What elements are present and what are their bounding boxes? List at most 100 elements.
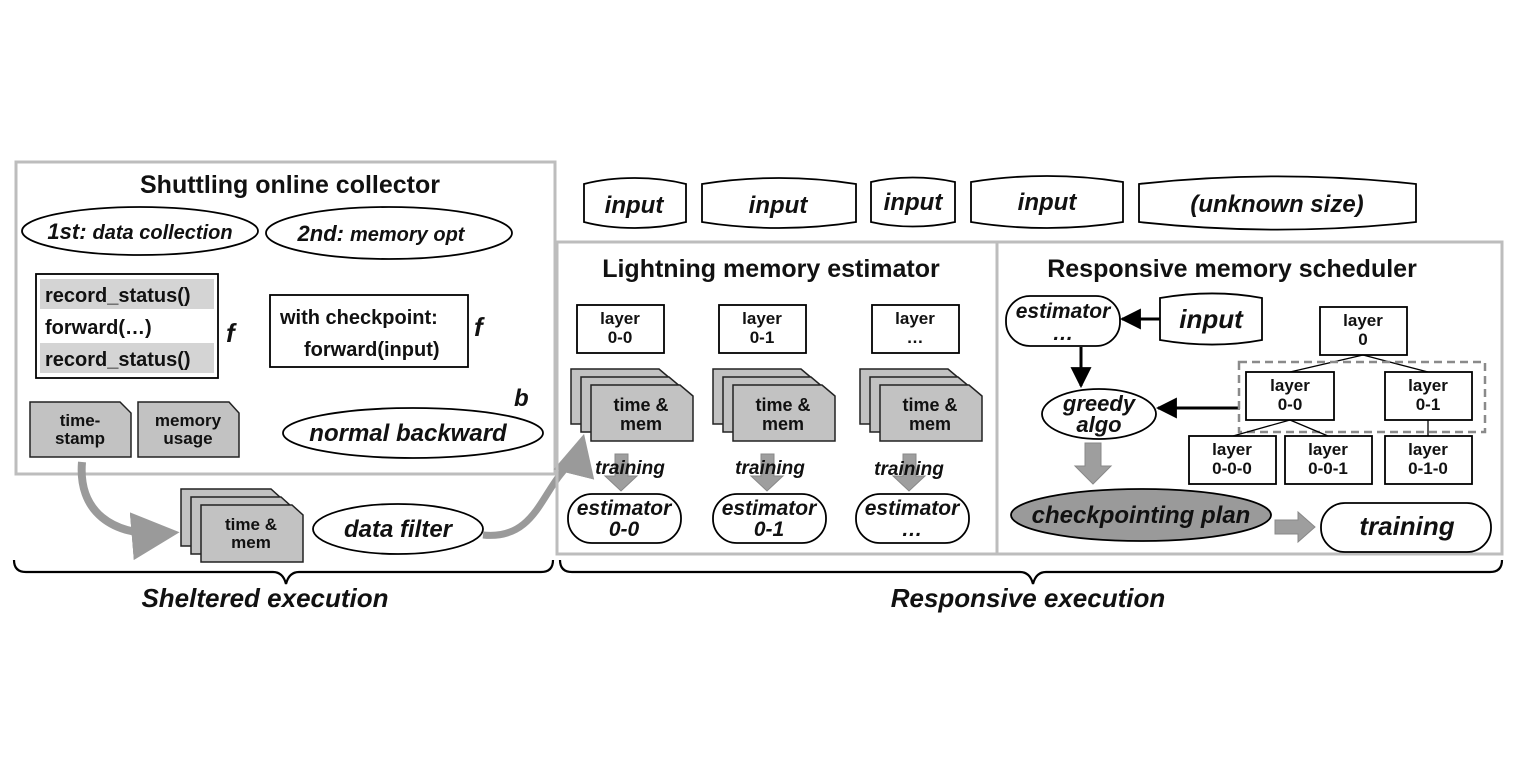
layer-0-1-line-1: layer [742,309,782,328]
subtree-dashed-outline [1237,360,1487,434]
normal-backward-pill [282,407,544,459]
layer-0-1-tree-line-2: 0-1 [1416,395,1441,414]
scheduler-panel [995,240,1504,556]
input-banner-3-label: input [884,189,944,216]
input-banner-1 [583,177,687,229]
greedy-line-2: algo [1076,412,1121,437]
layer-0-0-tree-line-1: layer [1270,376,1310,395]
checkpointing-plan-label: checkpointing plan [1032,502,1251,529]
tree-edge-00-001 [1289,419,1329,437]
layer-0-1-box [718,304,807,354]
layer-0-0-tree-line-2: 0-0 [1278,395,1303,414]
layer-0-0-0-line-1: layer [1212,440,1252,459]
input-banner-4-label: input [1018,189,1078,216]
sheltered-brace [12,559,555,585]
forward-f-label: f [226,318,237,348]
memory-opt-label: 2nd:memory opt [297,221,466,246]
data-collection-pill [21,206,259,256]
responsive-execution-label: Responsive execution [891,583,1166,613]
collector-title: Shuttling online collector [140,171,440,199]
layer-0-1-tree-line-1: layer [1408,376,1448,395]
layer-0-0-line-2: 0-0 [608,328,633,347]
layer-0-1-line-2: 0-1 [750,328,775,347]
estimator-column-0: layer 0-0 time & mem training estimator … [567,304,694,544]
timestamp-tag [29,401,132,458]
code-highlight-2 [40,343,214,373]
memory-usage-line-2: usage [163,429,212,448]
input-banner-1-label: input [605,192,665,219]
code-line-3: record_status() [45,349,191,371]
greedy-to-plan-arrow [1073,442,1113,485]
layer-0-0-line-1: layer [600,309,640,328]
training-1-label: training [735,458,805,479]
estimator-0-0-pill [567,493,682,544]
code-line-1: record_status() [45,285,191,307]
tm-card-1-front [732,384,836,442]
train-arrow-0 [603,453,639,492]
data-filter-label: data filter [344,516,454,543]
estimator-more-pill [855,493,970,544]
memory-opt-pill [265,206,513,260]
collector-panel [14,160,557,476]
tm-2-line-2: mem [909,414,951,434]
input-banner-2-label: input [749,192,809,219]
estimator-column-1: layer 0-1 time & mem training estimator … [712,304,836,544]
layer-more-line-1: layer [895,309,935,328]
tm-1-line-2: mem [762,414,804,434]
timestamp-line-1: time- [60,411,101,430]
estimator-0-1-pill [712,493,827,544]
estimator-column-2: layer … time & mem training estimator … [855,304,983,544]
data-collection-label: 1st:data collection [47,219,232,244]
estimator-0-1-line-2: 0-1 [754,518,784,541]
scheduler-input-banner [1159,292,1263,346]
checkpointing-plan-pill [1010,488,1272,542]
layer-0-0-box [576,304,665,354]
layer-0-0-1-line-1: layer [1308,440,1348,459]
layer-0-1-0-line-2: 0-1-0 [1408,459,1448,478]
normal-backward-label: normal backward [309,420,508,447]
tree-edge-0-01 [1362,354,1429,373]
scheduler-training-pill [1320,502,1492,553]
backward-b-label: b [514,385,529,412]
code-line-2: forward(…) [45,317,152,339]
tm-card-0-front [590,384,694,442]
layer-0-0-1-line-2: 0-0-1 [1308,459,1348,478]
input-banner-2 [701,177,857,229]
layer-0-1-0-box [1384,435,1473,485]
scheduler-estimator-line-2: … [1053,322,1074,345]
greedy-line-1: greedy [1062,391,1137,416]
training-0-label: training [595,458,665,479]
tm-0-line-1: time & [613,395,668,415]
checkpoint-line-2: forward(input) [304,339,440,361]
estimator-more-line-1: estimator [865,497,961,520]
memory-usage-tag [137,401,240,458]
training-2-label: training [874,459,944,480]
input-banner-3 [870,176,956,228]
tree-edge-00-000 [1232,419,1291,437]
code-highlight-1 [40,279,214,309]
stack-tm-line-2: mem [231,533,271,552]
memory-usage-line-1: memory [155,411,222,430]
train-arrow-1 [749,453,785,492]
input-banner-4 [970,175,1124,229]
input-banner-5-label: (unknown size) [1190,191,1363,218]
estimator-0-0-line-1: estimator [577,497,673,520]
estimator-title: Lightning memory estimator [602,255,940,283]
tm-2-line-1: time & [902,395,957,415]
plan-to-training-arrow [1274,510,1316,544]
scheduler-input-label: input [1179,304,1244,334]
tm-card-2-front [879,384,983,442]
layer-more-line-2: … [907,328,924,347]
layer-0-0-0-line-2: 0-0-0 [1212,459,1252,478]
estimator-0-1-line-1: estimator [722,497,818,520]
checkpoint-line-1: with checkpoint: [279,307,438,329]
checkpoint-box [269,294,469,368]
data-filter-pill [312,503,484,555]
tm-0-line-2: mem [620,414,662,434]
tree-edge-0-00 [1289,354,1364,373]
layer-0-0-tree-box [1245,371,1335,421]
estimator-more-line-2: … [902,518,923,541]
input-banners: input input input input (unknown size) [583,175,1417,231]
timestamp-line-2: stamp [55,429,105,448]
